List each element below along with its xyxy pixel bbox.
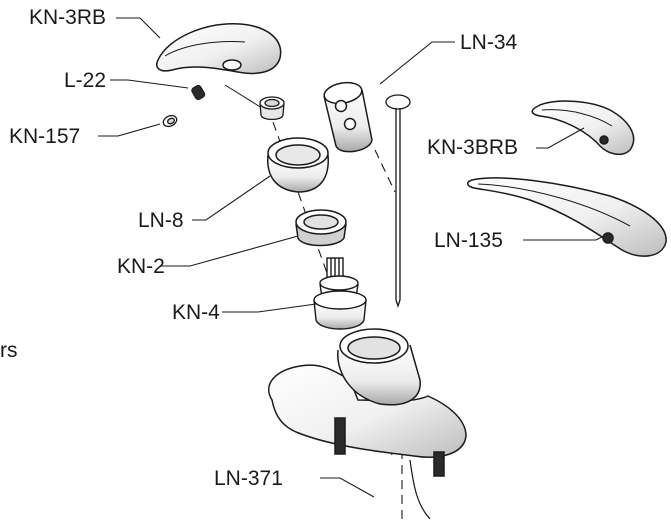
label-ln-34: LN-34 — [460, 31, 518, 54]
lift-rod — [385, 94, 411, 309]
label-l-22: L-22 — [64, 69, 107, 92]
handle-kn-3brb — [531, 100, 635, 156]
adapter-ring — [259, 96, 285, 121]
handle-kn-3rb — [156, 23, 282, 75]
edge-text: rs — [0, 339, 18, 362]
axis-line-solid — [224, 84, 263, 109]
handle-ln-135 — [467, 177, 667, 257]
label-kn-3rb: KN-3RB — [29, 6, 107, 29]
label-ln-371: LN-371 — [214, 467, 283, 490]
sleeve-ln-34 — [323, 81, 373, 153]
label-kn-4: KN-4 — [172, 301, 220, 324]
label-kn-2: KN-2 — [117, 255, 165, 278]
label-ln-135: LN-135 — [434, 229, 503, 252]
dome-ln-8 — [267, 137, 329, 193]
set-screw-l-22 — [191, 84, 206, 100]
label-ln-8: LN-8 — [138, 209, 184, 232]
cap-kn-157 — [162, 114, 178, 128]
leader-lines — [98, 17, 605, 498]
faucet-body-ln-371 — [268, 328, 467, 520]
label-kn-157: KN-157 — [9, 125, 81, 148]
cartridge-kn-4 — [313, 257, 367, 330]
nut-kn-2 — [295, 209, 347, 247]
label-kn-3brb: KN-3BRB — [427, 136, 519, 159]
